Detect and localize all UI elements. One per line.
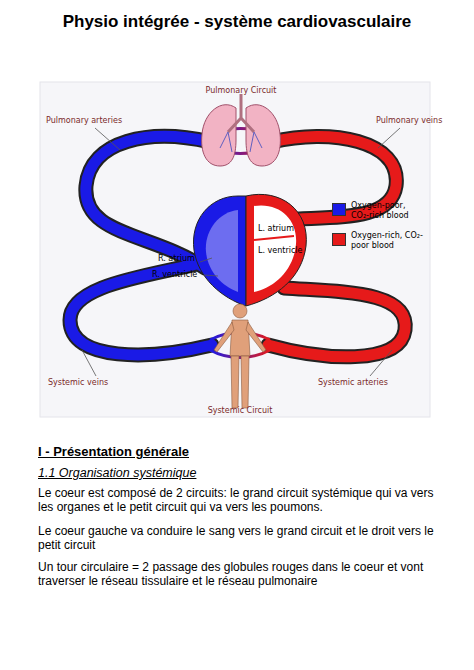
pulmonary-artery-outline: [86, 136, 210, 268]
legend-item: Oxygen-poor, CO₂-rich blood: [332, 201, 432, 227]
lungs: [202, 94, 281, 166]
leader-line: [82, 350, 96, 376]
chamber-label: L. ventricle: [258, 246, 302, 256]
vessel-label: Systemic veins: [48, 378, 108, 388]
vessel-label: Systemic arteries: [318, 378, 388, 388]
chamber-label: R. atrium: [158, 254, 195, 264]
human-figure: [214, 304, 266, 408]
figure-background: [40, 82, 430, 417]
mitral-valve: [254, 236, 294, 240]
left-lung: [246, 105, 280, 166]
circuit-label: Systemic Circuit: [190, 406, 290, 416]
chamber-label: R. ventricle: [152, 270, 197, 280]
page-title: Physio intégrée - système cardiovasculai…: [0, 12, 474, 32]
figure-arm: [246, 322, 266, 352]
figure-head: [233, 304, 247, 318]
right-heart-chambers: [206, 210, 238, 292]
heart: [193, 194, 306, 306]
systemic-vein: [70, 262, 212, 355]
subsection-heading: 1.1 Organisation systémique: [38, 466, 458, 480]
leader-lines: [82, 128, 400, 376]
leader-line: [200, 258, 212, 262]
body-paragraph: Un tour circulaire = 2 passage des globu…: [38, 560, 448, 588]
legend-swatch: [332, 233, 346, 246]
vessel-label: Pulmonary arteries: [46, 116, 122, 126]
legend-text: Oxygen-poor, CO₂-rich blood: [351, 201, 423, 221]
legend-swatch: [332, 203, 346, 216]
figure-leg: [241, 356, 249, 408]
systemic-vein-outline: [70, 262, 212, 355]
section-heading: I - Présentation générale: [38, 444, 458, 459]
vessel-label: Pulmonary veins: [376, 116, 442, 126]
leader-line: [378, 128, 400, 148]
leader-line: [370, 350, 392, 376]
trachea: [228, 94, 254, 132]
legend-text: Oxygen-rich, CO₂-poor blood: [351, 231, 423, 251]
leader-line: [95, 128, 120, 150]
right-lung: [202, 105, 236, 166]
body-paragraph: Le coeur est composé de 2 circuits: le g…: [38, 486, 448, 514]
figure-arm: [214, 322, 234, 352]
systemic-artery: [268, 288, 405, 357]
bronchi: [220, 132, 262, 152]
chamber-label: L. atrium: [258, 224, 294, 234]
figure-leg: [231, 356, 239, 408]
systemic-artery-outline: [268, 288, 405, 357]
body-paragraph: Le coeur gauche va conduire le sang vers…: [38, 524, 448, 552]
pulmonary-artery: [86, 136, 210, 268]
legend-item: Oxygen-rich, CO₂-poor blood: [332, 231, 432, 257]
left-heart: [246, 194, 306, 306]
leader-line: [204, 275, 218, 276]
circuit-label: Pulmonary Circuit: [195, 86, 287, 96]
right-heart: [193, 196, 246, 306]
